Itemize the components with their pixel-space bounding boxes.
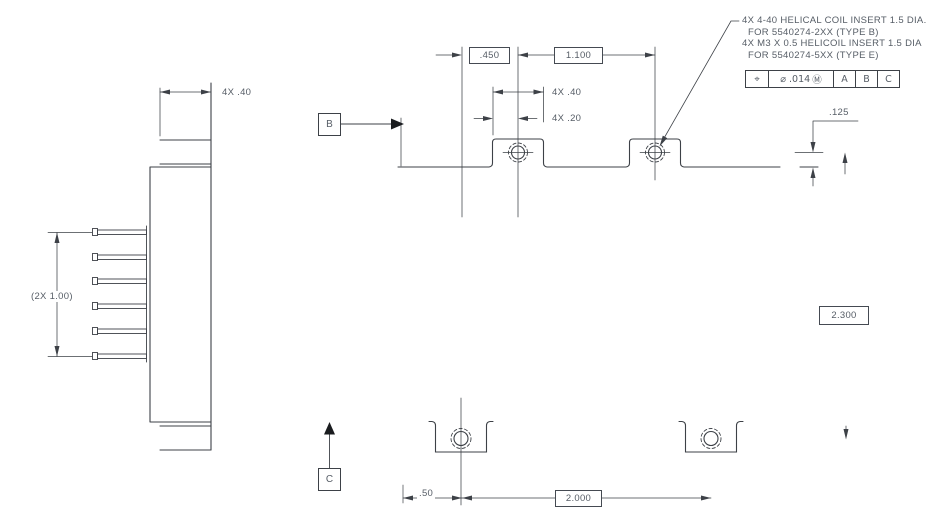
note-line-3: 4X M3 X 0.5 HELICOIL INSERT 1.5 DIA (742, 38, 922, 49)
dim-hole-spacing-box: 1.100 (554, 47, 603, 64)
dim-side-tab-depth: 4X .40 (222, 86, 252, 98)
centerlines (400, 46, 671, 506)
datum-b-label: B (318, 112, 341, 136)
material-condition-icon: Ⓜ (812, 75, 822, 86)
fcf-datum-b: B (855, 71, 877, 87)
note-line-4: FOR 5540274-5XX (TYPE E) (748, 49, 879, 61)
fcf-tolerance-value: ⌀ .014 (780, 73, 811, 85)
top-view-outline (397, 138, 819, 168)
note-leader (659, 20, 740, 147)
side-tab-depth-dim (159, 87, 212, 137)
note-line-2: FOR 5540274-2XX (TYPE B) (748, 26, 879, 38)
tab-width-dim (492, 86, 544, 136)
dim-pin-span: (2X 1.00) (29, 291, 75, 302)
feature-control-frame: ⌖ ⌀ .014 Ⓜ A B C (745, 70, 900, 88)
dim-edge-to-hole-box: .450 (469, 47, 510, 64)
dim-hole-height: .125 (829, 107, 849, 118)
datum-c-label: C (318, 468, 341, 491)
fcf-datum-c: C (877, 71, 899, 87)
bottom-pocket-right (678, 420, 744, 453)
dim-tab-width: 4X .40 (552, 86, 582, 98)
dim-tab-edge-hole: 4X .20 (552, 113, 582, 124)
dim-edge-to-pocket: .50 (417, 488, 436, 499)
datum-c-flag (324, 422, 335, 469)
dim-vertical-span-box: 2.300 (819, 306, 869, 325)
position-symbol-icon: ⌖ (754, 73, 760, 85)
note-line-1: 4X 4-40 HELICAL COIL INSERT 1.5 DIA. (742, 15, 927, 26)
dim-pocket-spacing-box: 2.000 (555, 489, 602, 507)
hole-height-dim (794, 120, 859, 187)
bottom-pocket-left (428, 420, 494, 453)
vertical-span-dim (842, 152, 849, 440)
fcf-datum-a: A (833, 71, 855, 87)
connector-pins (92, 228, 147, 360)
datum-b-flag (340, 118, 404, 130)
side-view-outline (146, 82, 212, 451)
tab-edge-to-hole-dim (473, 116, 538, 121)
